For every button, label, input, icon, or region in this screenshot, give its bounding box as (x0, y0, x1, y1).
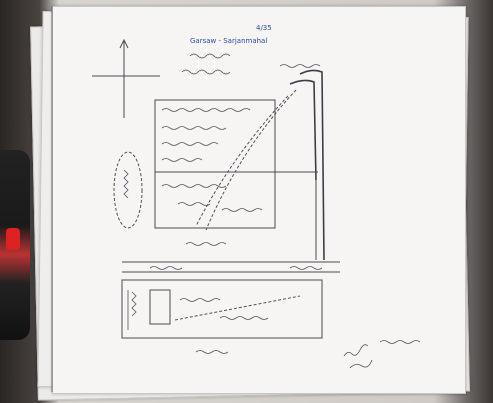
main-plot (154, 99, 318, 229)
lower-road (122, 261, 340, 273)
top-handwriting (181, 53, 321, 75)
bottom-handwriting (195, 340, 421, 369)
shoe-red-accent (6, 228, 20, 250)
header-number: 4/35 (256, 24, 272, 32)
road-outline (195, 69, 325, 261)
paper-sheet-front (52, 6, 466, 394)
north-arrow-icon (92, 38, 160, 118)
oval-pond (113, 151, 143, 229)
mid-label (185, 242, 227, 246)
lower-plot (121, 279, 323, 339)
header-text: Garsaw - Sarjanmahal (190, 37, 267, 45)
